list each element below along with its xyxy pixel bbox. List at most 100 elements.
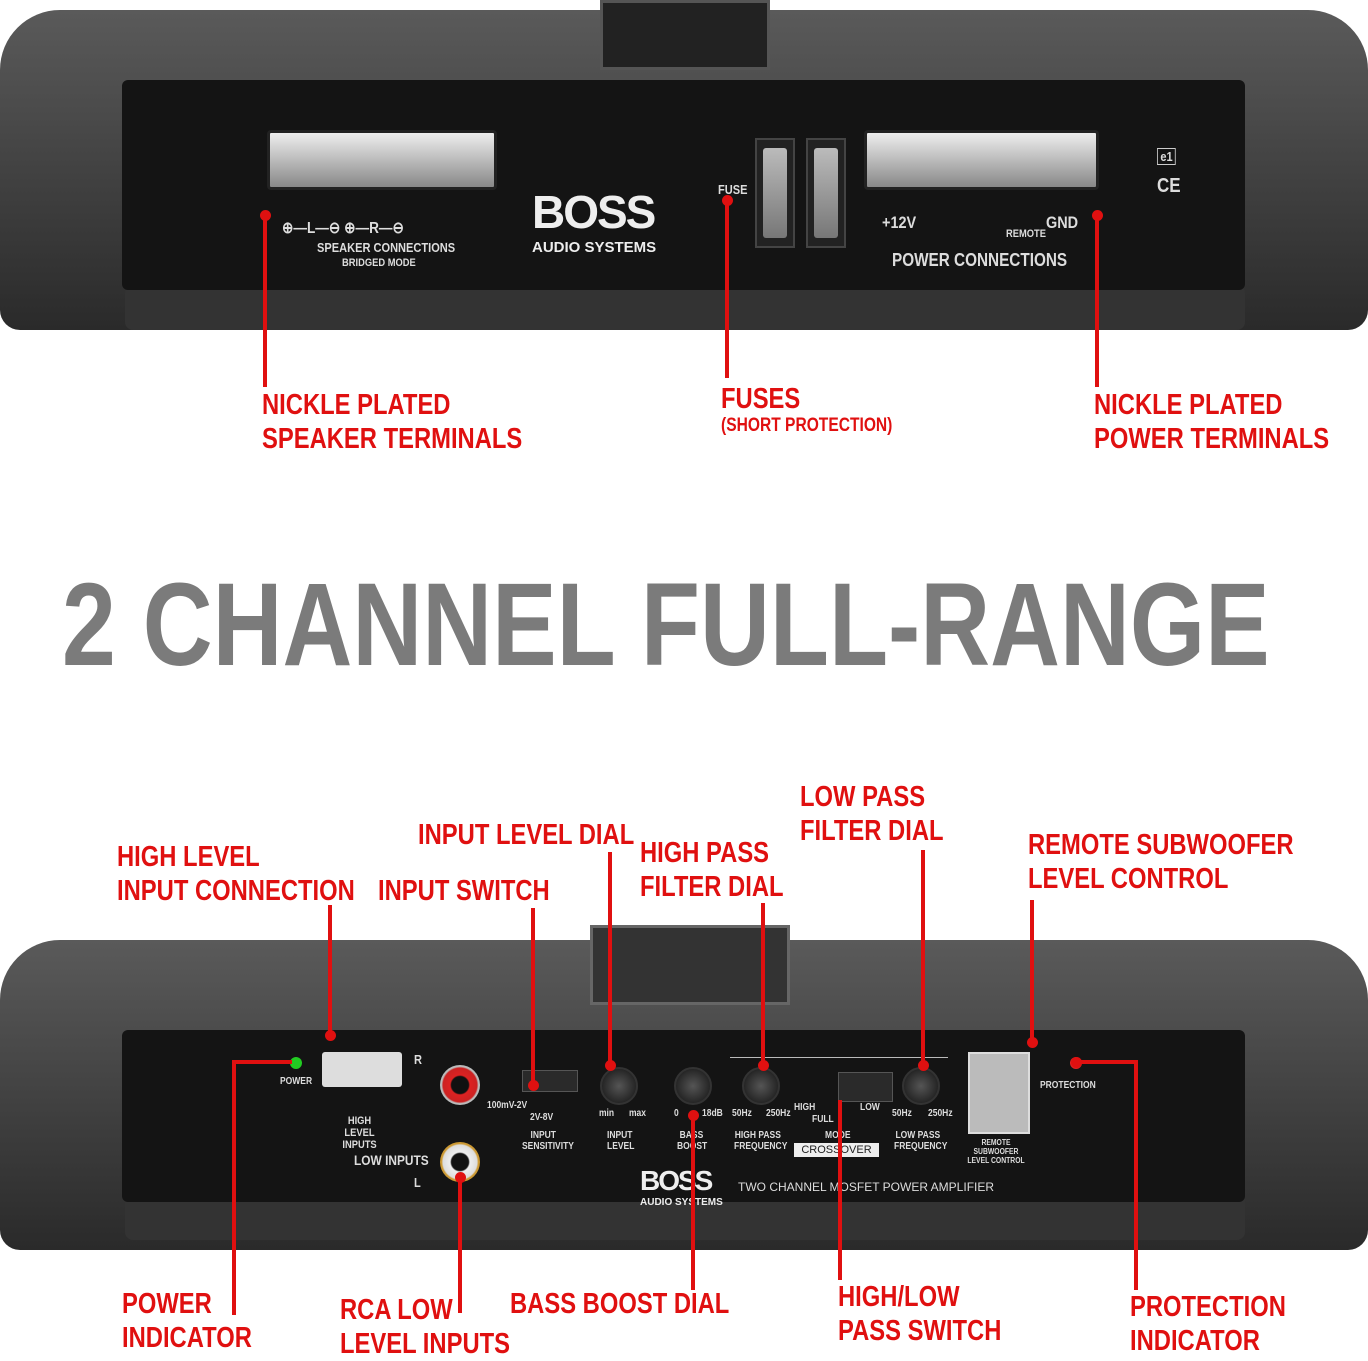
power-callout-dot — [1092, 210, 1103, 221]
power-connections-label: POWER CONNECTIONS — [892, 250, 1068, 270]
brand: BOSS — [640, 1165, 713, 1196]
heatsink — [600, 0, 770, 70]
callout-line2: INDICATOR — [122, 1322, 252, 1354]
low-pass-dot — [918, 1060, 929, 1071]
power-indicator-line-h — [232, 1060, 292, 1064]
input-level-label: INPUT LEVEL — [607, 1130, 635, 1152]
ce-mark: CE — [1157, 175, 1181, 197]
callout-line2: SPEAKER TERMINALS — [262, 423, 523, 455]
callout-line2: PASS SWITCH — [838, 1315, 1002, 1347]
callout-line2: FILTER DIAL — [800, 815, 944, 847]
hp-min-label: 50Hz — [732, 1108, 752, 1119]
sens-low-label: 100mV-2V — [487, 1100, 528, 1111]
power-led-label: POWER — [280, 1076, 313, 1087]
fuses-callout-line — [725, 200, 729, 378]
fuse-label: FUSE — [718, 182, 748, 197]
bass-boost-dial[interactable] — [674, 1067, 712, 1105]
hl-switch-line — [838, 1100, 842, 1280]
callout-sub: (SHORT PROTECTION) — [721, 415, 893, 436]
callout-line1: NICKLE PLATED — [1094, 389, 1283, 421]
bass-boost-dot — [688, 1110, 699, 1121]
callout-line1: NICKLE PLATED — [262, 389, 451, 421]
protection-line-v — [1134, 1060, 1138, 1290]
r-label: R — [414, 1052, 422, 1067]
plus12v-label: +12V — [882, 213, 917, 232]
high-level-connector — [322, 1052, 402, 1087]
brand-sub: AUDIO SYSTEMS — [640, 1197, 723, 1208]
remote-sub-dot — [1027, 1037, 1038, 1048]
input-level-callout: INPUT LEVEL DIAL — [418, 819, 635, 851]
callout-line2: POWER TERMINALS — [1094, 423, 1330, 455]
mode-label: MODE — [825, 1130, 851, 1141]
speaker-terminal-block — [267, 130, 497, 190]
input-switch-line — [531, 908, 535, 1083]
protection-line-h — [1075, 1060, 1138, 1064]
callout-line1: HIGH LEVEL — [117, 841, 260, 873]
hp-max-label: 250Hz — [766, 1108, 791, 1119]
sens-high-label: 2V-8V — [530, 1112, 554, 1123]
low-pass-frequency-label: LOW PASS FREQUENCY — [894, 1130, 948, 1152]
power-indicator-line-v — [232, 1060, 236, 1315]
rca-right-jack — [440, 1065, 480, 1105]
brand: BOSS — [532, 186, 656, 238]
min-label: min — [599, 1108, 615, 1119]
callout-line2: LEVEL INPUTS — [340, 1328, 511, 1360]
brand-sub: AUDIO SYSTEMS — [532, 239, 657, 256]
fuses-callout: FUSES(SHORT PROTECTION) — [721, 382, 892, 436]
fuse-2 — [806, 138, 846, 248]
power-callout-line — [1095, 215, 1099, 387]
bottom-panel: POWER HIGH LEVEL INPUTS R LOW INPUTS L 1… — [122, 1030, 1245, 1208]
e1-mark: e1 — [1157, 148, 1177, 165]
high-level-line — [328, 905, 332, 1035]
speaker-markings: ⊕—L—⊖ ⊕—R—⊖ — [282, 220, 404, 237]
speaker-callout-dot — [260, 210, 271, 221]
page-title: 2 CHANNEL FULL-RANGE — [62, 559, 1270, 691]
callout-line2: LEVEL CONTROL — [1028, 863, 1229, 895]
low-pass-dial[interactable] — [902, 1067, 940, 1105]
boost-max-label: 18dB — [702, 1108, 723, 1119]
lp-min-label: 50Hz — [892, 1108, 912, 1119]
power-terminal-block — [864, 130, 1099, 190]
high-pass-dial[interactable] — [742, 1067, 780, 1105]
high-pass-frequency-label: HIGH PASS FREQUENCY — [734, 1130, 788, 1152]
fuse-1 — [755, 138, 795, 248]
callout-line1: RCA LOW — [340, 1294, 453, 1326]
rca-dot — [455, 1172, 466, 1183]
speaker-callout-line — [263, 215, 267, 387]
mode-high-label: HIGH — [794, 1102, 816, 1113]
crossover-mode-switch[interactable] — [838, 1072, 893, 1102]
lp-max-label: 250Hz — [928, 1108, 953, 1119]
callout-line1: HIGH PASS — [640, 837, 770, 869]
high-level-dot — [325, 1030, 336, 1041]
remote-sub-jack[interactable] — [968, 1052, 1030, 1134]
mode-low-label: LOW — [860, 1102, 880, 1113]
gnd-label: GND — [1046, 213, 1079, 232]
bass-boost-callout: BASS BOOST DIAL — [510, 1288, 730, 1320]
input-switch-callout: INPUT SWITCH — [378, 875, 550, 907]
callout-line1: FUSES — [721, 383, 801, 415]
input-level-dial[interactable] — [600, 1067, 638, 1105]
fuses-callout-dot — [722, 195, 733, 206]
low-inputs-label: LOW INPUTS — [354, 1152, 429, 1168]
protection-led-label: PROTECTION — [1040, 1080, 1096, 1091]
remote-sub-line — [1030, 900, 1034, 1040]
input-level-line — [608, 852, 612, 1064]
callout-line2: INPUT CONNECTION — [117, 875, 355, 907]
high-level-inputs-label: HIGH LEVEL INPUTS — [342, 1115, 377, 1151]
boost-min-label: 0 — [674, 1108, 679, 1119]
callout-line2: INDICATOR — [1130, 1325, 1260, 1357]
callout-line1: LOW PASS — [800, 781, 926, 813]
callout-line1: POWER — [122, 1288, 212, 1320]
heatsink — [590, 925, 790, 1005]
